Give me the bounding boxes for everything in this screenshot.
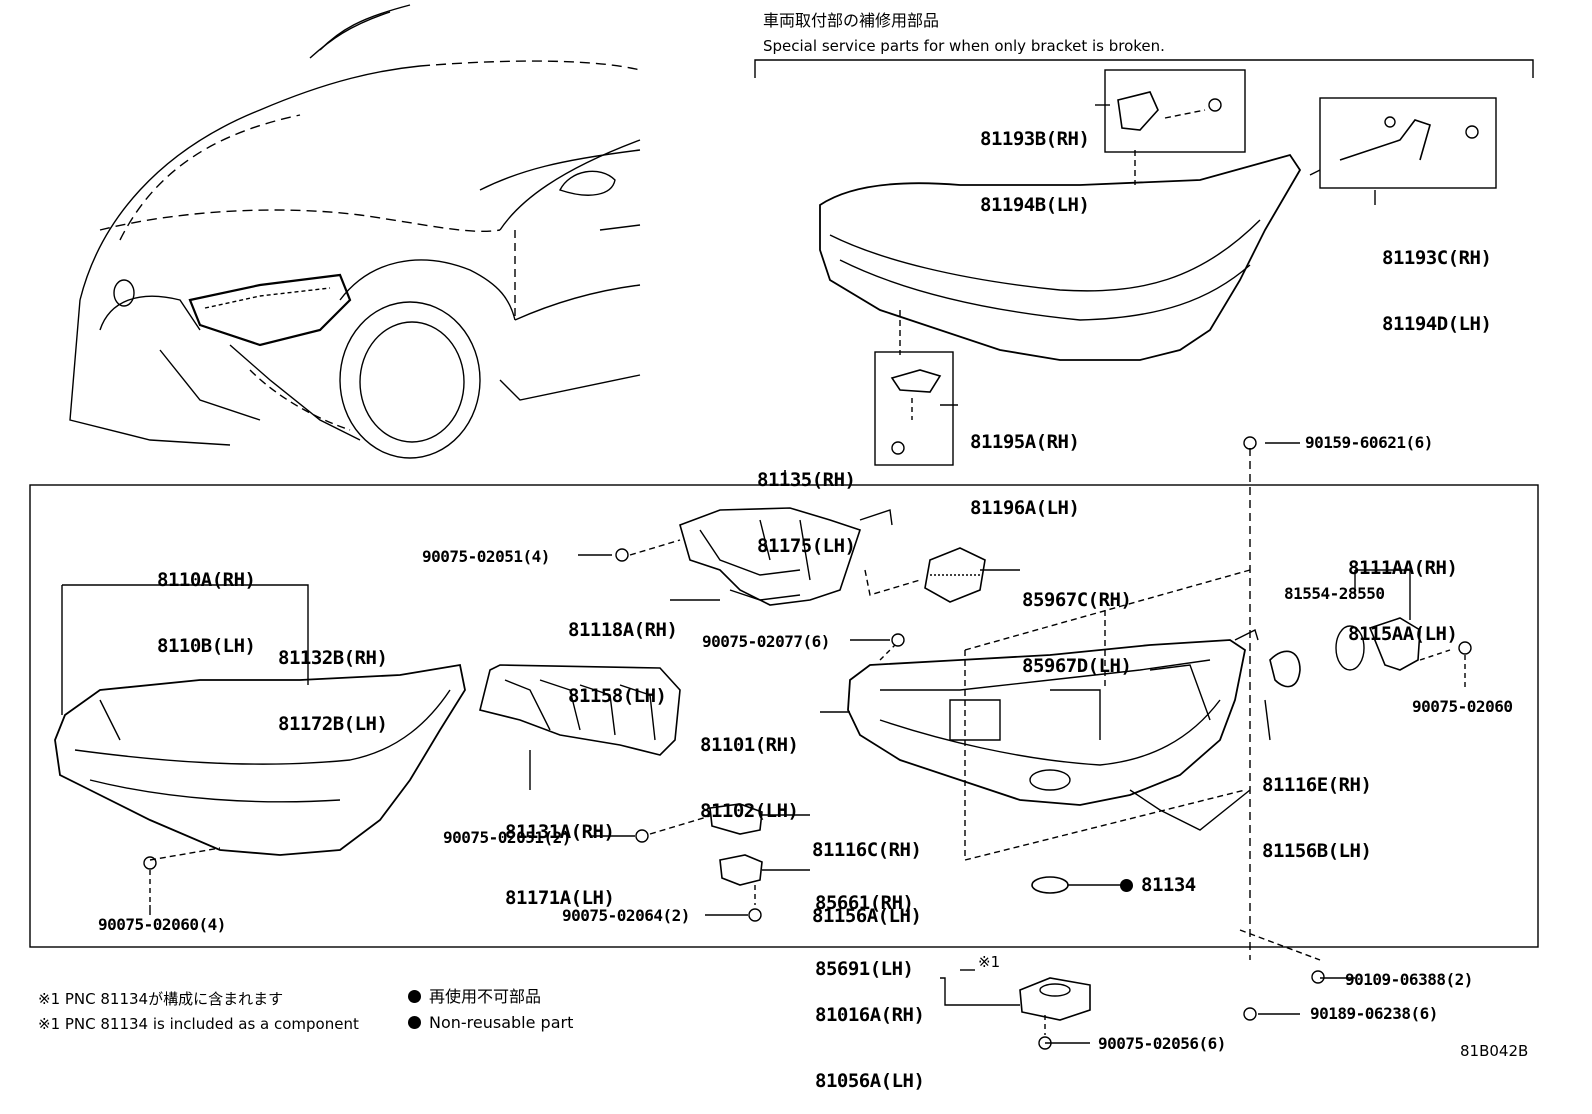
- assembly-frame: [29, 484, 1539, 948]
- callout-81554[interactable]: 81554-28550: [1284, 584, 1385, 603]
- callout-line-lh: 8110B(LH): [157, 635, 256, 657]
- legend-dot: [408, 990, 421, 1003]
- component-mark: ※1: [978, 953, 1001, 971]
- callout-81116E[interactable]: 81116E(RH) 81156B(LH): [1262, 730, 1372, 884]
- callout-90159[interactable]: 90159-60621(6): [1305, 433, 1433, 452]
- callout-81135[interactable]: 81135(RH) 81175(LH): [757, 425, 856, 579]
- callout-90075-02051-2[interactable]: 90075-02051(2): [443, 828, 571, 847]
- header-title-en: Special service parts for when only brac…: [763, 37, 1165, 55]
- headlamp-housing: [847, 436, 1259, 960]
- legend-dot: [408, 1016, 421, 1029]
- note-jp: ※1 PNC 81134が構成に含まれます: [38, 990, 284, 1008]
- callout-line-rh: 81132B(RH): [278, 647, 388, 669]
- callout-line-lh: 81156B(LH): [1262, 840, 1372, 862]
- callout-line-rh: 81118A(RH): [568, 619, 678, 641]
- callout-line-rh: 81101(RH): [700, 734, 799, 756]
- callout-line-lh: 81056A(LH): [815, 1070, 925, 1092]
- callout-81101[interactable]: 81101(RH) 81102(LH): [700, 690, 799, 844]
- callout-90075-02060[interactable]: 90075-02060: [1412, 697, 1513, 716]
- lens-assembly: [54, 584, 466, 905]
- callout-line-rh: 8111AA(RH): [1348, 557, 1458, 579]
- callout-line-rh: 81193B(RH): [980, 128, 1090, 150]
- callout-line-lh: 81102(LH): [700, 800, 799, 822]
- callout-line-lh: 85691(LH): [815, 958, 914, 980]
- callout-line-lh: 81156A(LH): [812, 905, 922, 927]
- callout-line-rh: 81116C(RH): [812, 839, 922, 861]
- callout-85967C[interactable]: 85967C(RH) 85967D(LH): [1022, 545, 1132, 699]
- legend-en: Non-reusable part: [408, 1013, 573, 1033]
- figure-id: 81B042B: [1460, 1042, 1529, 1060]
- callout-8111AA[interactable]: 8111AA(RH) 8115AA(LH): [1348, 513, 1458, 667]
- callout-90075-02064[interactable]: 90075-02064(2): [562, 906, 690, 925]
- callout-85661[interactable]: 85661(RH) 85691(LH): [815, 848, 914, 1002]
- callout-line-rh: 81193C(RH): [1382, 247, 1492, 269]
- callout-line-rh: 81116E(RH): [1262, 774, 1372, 796]
- callout-90075-02056[interactable]: 90075-02056(6): [1098, 1034, 1226, 1053]
- non-reusable-dot: [1120, 879, 1133, 892]
- leader-lines: [149, 104, 1376, 1044]
- callout-81132B[interactable]: 81132B(RH) 81172B(LH): [278, 603, 388, 757]
- bulb-socket: [1269, 569, 1472, 690]
- callout-line-rh: 85967C(RH): [1022, 589, 1132, 611]
- callout-line-lh: 81172B(LH): [278, 713, 388, 735]
- callout-81016A[interactable]: 81016A(RH) 81056A(LH): [815, 960, 925, 1114]
- callout-line-rh: 81135(RH): [757, 469, 856, 491]
- callout-81118A[interactable]: 81118A(RH) 81158(LH): [568, 575, 678, 729]
- callout-81116C[interactable]: 81116C(RH) 81156A(LH): [812, 795, 922, 949]
- callout-8110A[interactable]: 8110A(RH) 8110B(LH): [157, 525, 256, 679]
- callout-81193B[interactable]: 81193B(RH) 81194B(LH): [980, 84, 1090, 238]
- callout-line-lh: 81158(LH): [568, 685, 667, 707]
- ecu-module: [924, 547, 986, 603]
- callout-line-lh: 81171A(LH): [505, 887, 615, 909]
- inner-bracket: [479, 664, 681, 780]
- callout-81131A[interactable]: 81131A(RH) 81171A(LH): [505, 777, 615, 931]
- callout-line-rh: 8110A(RH): [157, 569, 256, 591]
- callout-line-rh: 81131A(RH): [505, 821, 615, 843]
- callout-90075-02077[interactable]: 90075-02077(6): [702, 632, 830, 651]
- legend-en-text: Non-reusable part: [429, 1013, 574, 1032]
- legend-jp-text: 再使用不可部品: [429, 987, 542, 1006]
- note-en: ※1 PNC 81134 is included as a component: [38, 1015, 359, 1033]
- callout-90109[interactable]: 90109-06388(2): [1345, 970, 1473, 989]
- callout-81134[interactable]: 81134: [1120, 874, 1196, 896]
- callout-line-rh: 85661(RH): [815, 892, 914, 914]
- callout-line-lh: 81194B(LH): [980, 194, 1090, 216]
- callout-line-lh: 81194D(LH): [1382, 313, 1492, 335]
- legend-jp: 再使用不可部品: [408, 987, 541, 1007]
- callout-90189[interactable]: 90189-06238(6): [1310, 1004, 1438, 1023]
- callout-line-lh: 85967D(LH): [1022, 655, 1132, 677]
- callout-90075-02051-4[interactable]: 90075-02051(4): [422, 547, 550, 566]
- callout-line-lh: 81196A(LH): [970, 497, 1080, 519]
- callout-81195A[interactable]: 81195A(RH) 81196A(LH): [970, 387, 1080, 541]
- bracket-service-parts: [754, 59, 1534, 466]
- header-title-jp: 車両取付部の補修用部品: [763, 11, 940, 30]
- callout-81193C[interactable]: 81193C(RH) 81194D(LH): [1382, 203, 1492, 357]
- callout-line-rh: 81016A(RH): [815, 1004, 925, 1026]
- callout-line-rh: 81195A(RH): [970, 431, 1080, 453]
- callout-line-lh: 8115AA(LH): [1348, 623, 1458, 645]
- callout-90075-02060-4[interactable]: 90075-02060(4): [98, 915, 226, 934]
- callout-81134-text: 81134: [1141, 874, 1196, 896]
- callout-line-lh: 81175(LH): [757, 535, 856, 557]
- wiring-bracket: [615, 507, 921, 606]
- vehicle-illustration: [69, 4, 641, 459]
- bottom-parts: [1019, 929, 1325, 1050]
